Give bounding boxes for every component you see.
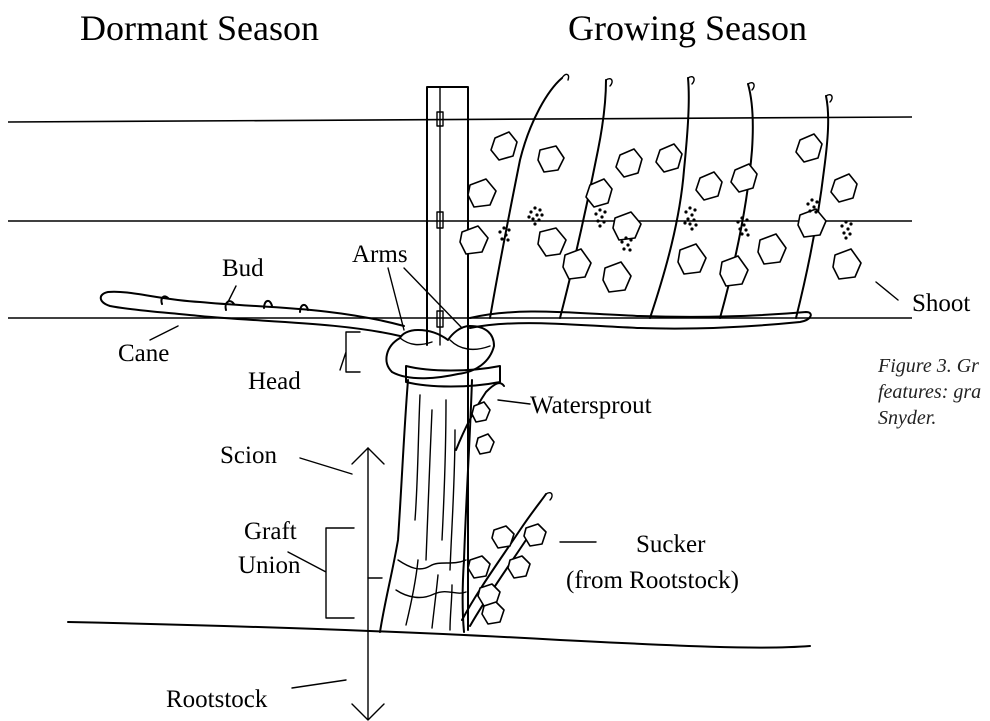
watersprout [456,383,504,454]
arms-leader-left [388,268,404,330]
label-bud: Bud [222,255,264,282]
shoots [490,74,832,318]
growing-season-heading: Growing Season [568,8,807,48]
watersprout-leader [498,400,530,404]
label-cane: Cane [118,340,169,367]
caption-line-3: Snyder. [878,407,936,429]
label-arms: Arms [352,241,408,268]
dormant-season-heading: Dormant Season [80,8,319,48]
growing-cane [470,312,811,329]
bud-leader [228,286,236,302]
scion-leader [300,458,352,474]
head-bracket [340,332,360,372]
shoot-leader [876,282,898,300]
label-scion: Scion [220,442,277,469]
label-watersprout: Watersprout [530,392,652,419]
scion-rootstock-axis [352,448,384,720]
dormant-cane [101,292,404,336]
trellis-post [427,87,468,630]
trunk-tie [406,366,500,387]
trunk [380,380,472,632]
caption-line-1: Figure 3. Gr [877,355,979,377]
label-sucker: Sucker [636,531,706,558]
leader-lines [150,268,898,688]
label-union: Union [238,552,301,579]
trellis-wire-top [8,117,912,122]
figure-caption: Figure 3. Gr features: gra Snyder. [877,355,981,429]
label-head: Head [248,368,301,395]
sucker [462,493,552,626]
caption-line-2: features: gra [878,381,981,403]
rootstock-leader [292,680,346,688]
ground-line [68,622,810,648]
label-rootstock: Rootstock [166,686,268,713]
label-shoot: Shoot [912,290,970,317]
label-from-rootstock: (from Rootstock) [566,567,739,594]
cane-leader [150,326,178,340]
arms-leader-right [404,268,462,328]
label-graft: Graft [244,518,297,545]
